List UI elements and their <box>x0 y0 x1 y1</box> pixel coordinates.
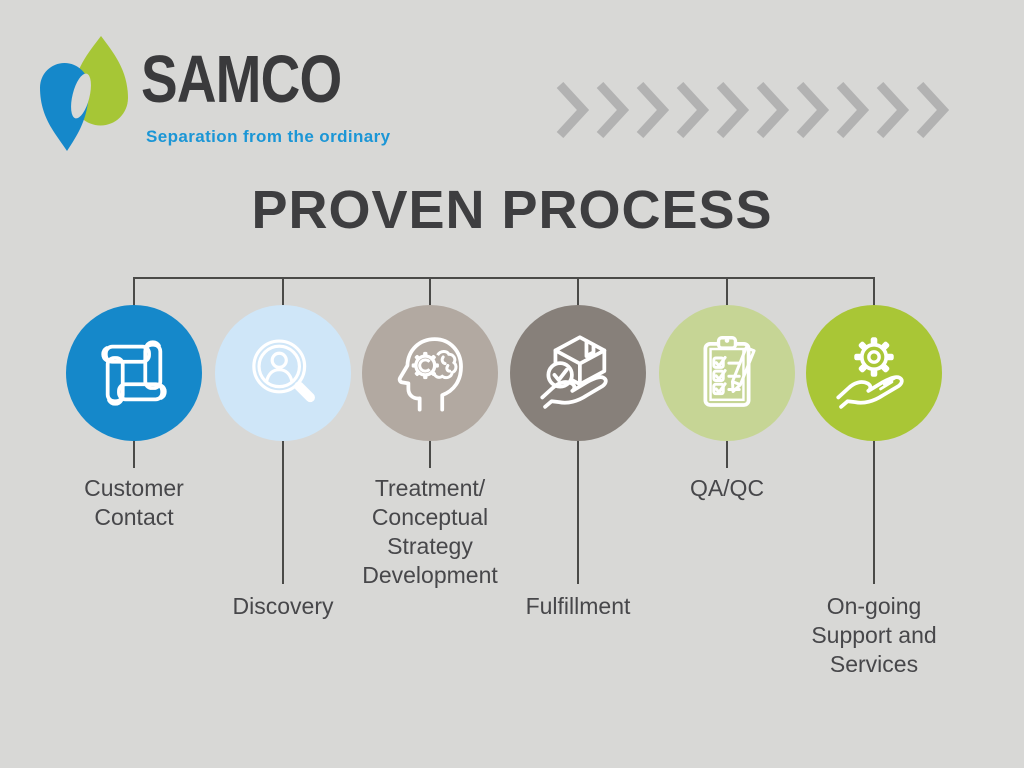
step-connector-top <box>577 277 579 307</box>
brand-tagline: Separation from the ordinary <box>146 127 391 146</box>
chevron-icon <box>876 82 910 138</box>
step-connector-bottom <box>282 439 284 584</box>
step-connector-bottom <box>429 439 431 468</box>
chevron-icon <box>676 82 710 138</box>
step-circle-treatment-conceptual-strategy-development <box>362 305 498 441</box>
step-connector-top <box>133 277 135 307</box>
chevrons-decoration <box>556 82 950 138</box>
step-connector-bottom <box>133 439 135 468</box>
connector-horizontal <box>133 277 875 279</box>
person-search-icon <box>252 339 315 403</box>
chevron-icon <box>796 82 830 138</box>
chevron-icon <box>596 82 630 138</box>
step-connector-top <box>726 277 728 307</box>
chevron-icon <box>836 82 870 138</box>
page-title: PROVEN PROCESS <box>251 180 773 240</box>
step-label-fulfillment: Fulfillment <box>525 593 631 619</box>
step-circle-qa-qc <box>659 305 795 441</box>
gear-hand-icon <box>836 337 904 409</box>
step-label-discovery: Discovery <box>232 593 334 619</box>
step-connector-bottom <box>577 439 579 584</box>
chevron-icon <box>636 82 670 138</box>
step-circle-fulfillment <box>510 305 646 441</box>
chevron-icon <box>556 82 590 138</box>
step-connector-bottom <box>873 439 875 584</box>
strategy-head-icon <box>397 337 463 412</box>
brand-name: SAMCO <box>141 42 342 117</box>
step-connector-top <box>873 277 875 307</box>
step-label-qa-qc: QA/QC <box>689 475 765 501</box>
package-hand-icon <box>540 335 608 409</box>
chevron-icon <box>716 82 750 138</box>
step-connector-top <box>282 277 284 307</box>
step-circle-on-going-support-and-services <box>806 305 942 441</box>
chevron-icon <box>916 82 950 138</box>
interlocked-hands-icon <box>101 340 167 406</box>
step-circle-discovery <box>215 305 351 441</box>
step-connector-bottom <box>726 439 728 468</box>
checklist-icon <box>703 336 756 407</box>
step-circle-customer-contact <box>66 305 202 441</box>
samco-logo-mark-icon <box>40 36 128 151</box>
step-connector-top <box>429 277 431 307</box>
chevron-icon <box>756 82 790 138</box>
